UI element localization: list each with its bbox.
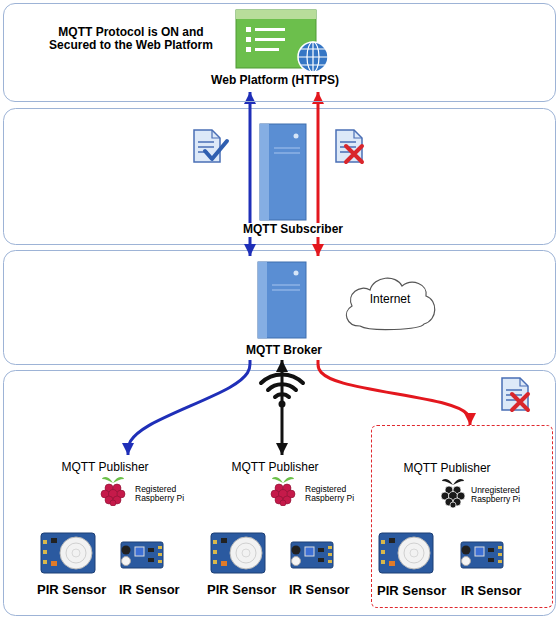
node-label: MQTT Protocol is ON and Secured to the W… — [38, 26, 224, 52]
server-icon — [260, 124, 306, 220]
node-label: Internet — [360, 293, 420, 307]
node-label: MQTT Broker — [232, 344, 336, 358]
node-label: MQTT Publisher — [392, 462, 502, 476]
publisher-group: MQTT PublisherUnregistered Raspberry Pi P… — [371, 425, 553, 608]
tier-band: MQTT Protocol is ON and Secured to the W… — [3, 3, 556, 102]
tier-band — [4, 109, 556, 616]
node-label: IR Sensor — [118, 583, 181, 598]
connector-arrow — [281, 360, 284, 455]
node-label: Registered Raspberry Pi — [304, 485, 366, 504]
node-label: MQTT Subscriber — [218, 223, 368, 237]
connector-arrow — [128, 360, 250, 455]
web-window-icon — [236, 10, 328, 72]
server-node: MQTT Subscriber — [218, 116, 371, 240]
cloud-node: Internet — [340, 268, 440, 334]
node-label: IR Sensor — [460, 584, 523, 599]
publisher-group: MQTT PublisherRegistered Raspberry Pi PIR… — [36, 455, 206, 605]
node-label: IR Sensor — [288, 583, 351, 598]
node-label: Unregistered Raspberry Pi — [470, 486, 536, 505]
node-label: PIR Sensor — [36, 583, 107, 598]
node-label: Web Platform (HTTPS) — [200, 74, 350, 88]
server-node: MQTT Broker — [232, 256, 339, 360]
raspberry-pi-icon — [101, 477, 465, 508]
server-icon — [258, 262, 306, 338]
node-label: PIR Sensor — [376, 584, 447, 599]
node-label: MQTT Publisher — [220, 461, 330, 475]
publisher-group: MQTT PublisherRegistered Raspberry Pi PIR… — [206, 455, 371, 605]
rejected-document-icon — [502, 378, 528, 410]
node-label: PIR Sensor — [206, 583, 277, 598]
pir-sensor-icon — [41, 533, 433, 573]
approved-document-icon — [194, 130, 227, 162]
ir-sensor-icon — [121, 542, 503, 568]
rejected-document-icon — [336, 130, 362, 162]
node-label: Registered Raspberry Pi — [134, 485, 196, 504]
node-label: MQTT Publisher — [50, 461, 160, 475]
connector-arrow — [318, 360, 470, 425]
